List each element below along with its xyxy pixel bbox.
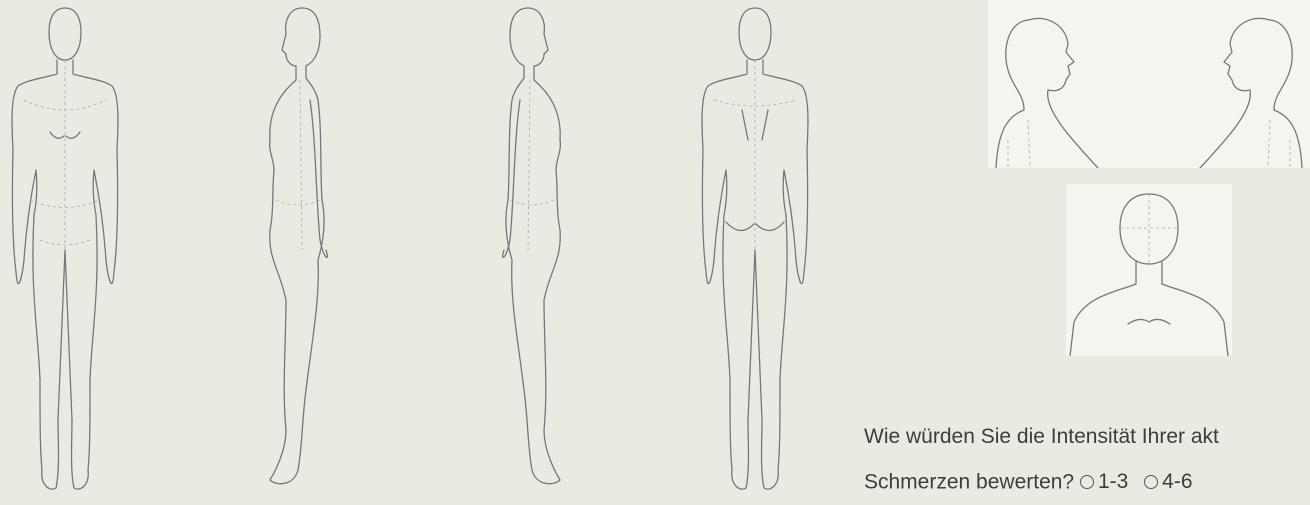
head-side-right-icon	[1149, 0, 1310, 168]
body-side-left-figure[interactable]	[240, 0, 360, 497]
radio-option-label: 4-6	[1162, 459, 1192, 504]
body-side-right-icon	[470, 0, 590, 497]
body-front-icon	[0, 0, 130, 497]
head-side-panel[interactable]	[988, 0, 1310, 168]
radio-circle-icon[interactable]	[1144, 475, 1158, 489]
head-front-panel[interactable]	[1066, 184, 1232, 356]
head-front-icon	[1066, 184, 1232, 356]
body-side-left-icon	[240, 0, 360, 497]
question-line-2-text: Schmerzen bewerten?	[864, 471, 1074, 494]
pain-intensity-question: Wie würden Sie die Intensität Ihrer akt …	[864, 414, 1310, 505]
head-side-left-icon	[988, 0, 1149, 168]
radio-option-4-6[interactable]: 4-6	[1144, 459, 1192, 504]
body-back-figure[interactable]	[690, 0, 820, 497]
body-back-icon	[690, 0, 820, 497]
radio-option-label: 1-3	[1098, 459, 1128, 504]
question-line-1: Wie würden Sie die Intensität Ihrer akt	[864, 414, 1310, 459]
radio-circle-icon[interactable]	[1080, 475, 1094, 489]
question-line-2: Schmerzen bewerten? 1-3 4-6	[864, 459, 1310, 505]
radio-option-1-3[interactable]: 1-3	[1080, 459, 1128, 504]
body-side-right-figure[interactable]	[470, 0, 590, 497]
body-front-figure[interactable]	[0, 0, 130, 497]
